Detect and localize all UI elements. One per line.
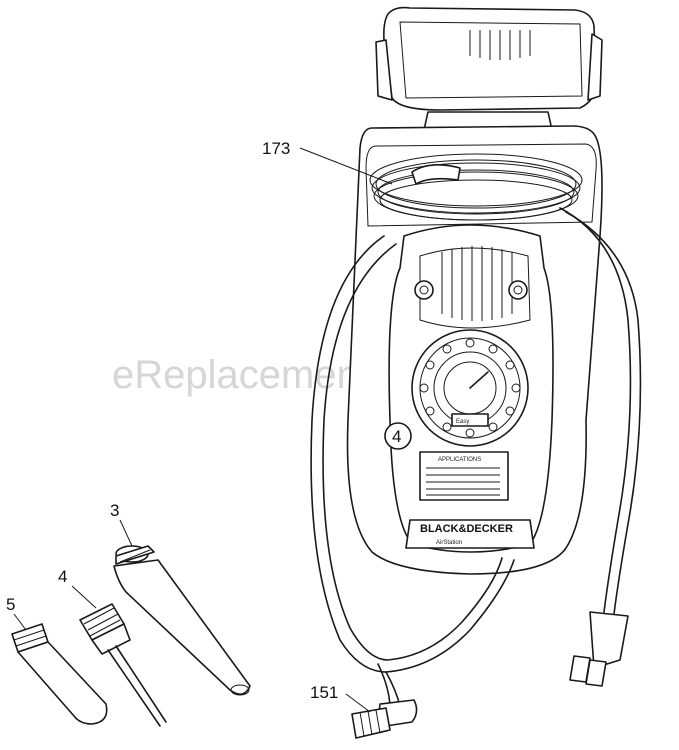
power-cord <box>559 207 642 687</box>
plug-body <box>589 611 629 669</box>
callout-173-label: 173 <box>262 139 290 158</box>
callout-4: 4 <box>58 567 97 609</box>
brand-label: BLACK&DECKER <box>420 523 513 535</box>
applications-title: APPLICATIONS <box>438 457 481 463</box>
part-151-nozzle <box>351 699 418 739</box>
air-hose <box>310 235 515 707</box>
callout-5-label: 5 <box>6 595 15 614</box>
callout-173: 173 <box>262 139 393 185</box>
lid <box>375 6 603 131</box>
model-label: AirStation <box>436 540 462 546</box>
applications-panel: APPLICATIONS <box>419 451 509 501</box>
coiled-cord <box>369 153 583 221</box>
callout-3-label: 3 <box>110 501 119 520</box>
part-4-inflation-needle <box>79 603 167 727</box>
brand-plate: BLACK&DECKER AirStation <box>405 519 535 549</box>
motor-vents <box>441 246 513 321</box>
pressure-dial: Easy <box>411 329 529 447</box>
part-5-short-adapter <box>11 623 108 725</box>
main-body: Easy APPLICATIONS BLACK&DECKER AirStatio… <box>346 125 603 575</box>
callout-4-label: 4 <box>58 567 67 586</box>
callout-circle-4-label: 4 <box>392 427 401 446</box>
dial-label: Easy <box>456 419 469 425</box>
callout-151-label: 151 <box>310 683 338 702</box>
lid-vents <box>469 30 531 60</box>
callout-151: 151 <box>310 683 371 713</box>
callout-3: 3 <box>110 501 133 547</box>
callout-5: 5 <box>6 595 27 631</box>
part-3-tapered-adapter <box>113 545 251 696</box>
plug-prong-right <box>585 659 607 687</box>
callout-circle-4 <box>384 422 412 450</box>
